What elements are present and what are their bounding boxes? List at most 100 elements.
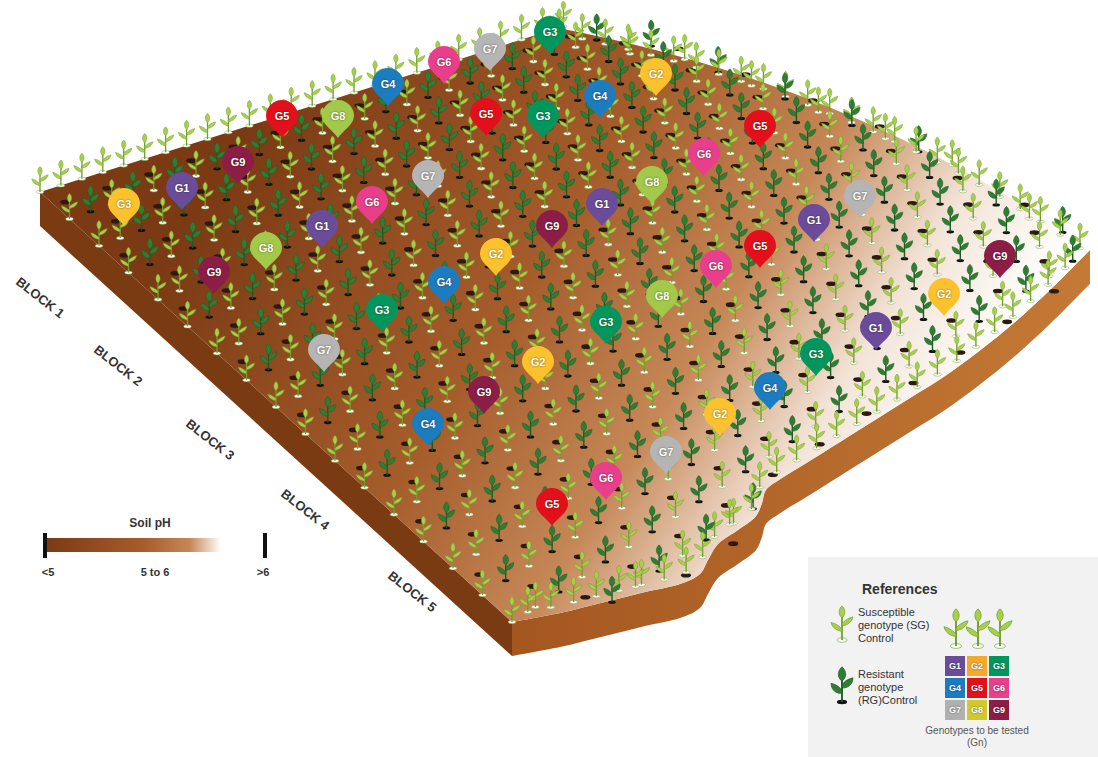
block-label: BLOCK 2: [91, 342, 146, 390]
resistant-plant: [251, 128, 267, 156]
genotype-label: G7: [307, 333, 341, 367]
genotype-label: G8: [635, 165, 669, 199]
scale-title: Soil pH: [129, 516, 170, 530]
legend-swatch-label: G7: [945, 700, 965, 720]
legend-plant-group: [944, 609, 968, 649]
planting-hole: [862, 226, 872, 231]
genotype-pin: G2: [927, 277, 961, 313]
planting-hole: [448, 228, 458, 233]
genotype-pin: G3: [107, 187, 141, 223]
resistant-plant: [587, 260, 603, 288]
pin-outline: [650, 436, 682, 474]
resistant-plant: [713, 340, 729, 368]
genotype-pin: G6: [427, 45, 461, 81]
susceptible-plant: [188, 151, 204, 178]
resistant-plant: [576, 421, 592, 449]
pin-outline: [266, 100, 298, 138]
susceptible-plant: [908, 126, 924, 153]
resistant-plant: [632, 237, 648, 265]
susceptible-plant: [755, 83, 771, 110]
susceptible-plant: [627, 561, 643, 588]
susceptible-plant: [431, 340, 447, 367]
resistant-plant: [855, 124, 871, 152]
resistant-plant: [722, 69, 738, 97]
susceptible-plant: [353, 227, 369, 254]
resistant-plant: [777, 73, 793, 101]
pin-outline: [474, 33, 506, 71]
legend-swatch: G8: [967, 700, 987, 720]
resistant-plant: [375, 217, 391, 245]
legend-caption-box: Genotypes to be tested (Gn): [922, 725, 1032, 749]
susceptible-plant: [582, 338, 598, 365]
pin-outline: [844, 180, 876, 218]
pin-outline: [584, 80, 616, 118]
scale-tick-label: <5: [42, 566, 55, 579]
genotype-label: G6: [589, 461, 623, 495]
genotype-pin: G1: [165, 171, 199, 207]
planting-hole: [1049, 289, 1059, 294]
resistant-plant: [209, 143, 225, 171]
resistant-plant: [805, 286, 821, 314]
resistant-plant: [489, 272, 505, 300]
susceptible-plant: [357, 93, 373, 120]
susceptible-plant: [171, 265, 187, 292]
genotype-label: G5: [743, 229, 777, 263]
susceptible-plant: [32, 167, 48, 194]
susceptible-plant: [439, 376, 455, 403]
genotype-label: G4: [427, 265, 461, 299]
genotype-pin: G7: [843, 179, 877, 215]
susceptible-plant: [654, 227, 670, 254]
resistant-plant: [348, 302, 364, 330]
ph-scale: [43, 533, 267, 558]
resistant-plant: [544, 525, 560, 553]
susceptible-plant: [619, 281, 635, 308]
block-label: BLOCK 5: [385, 568, 440, 616]
susceptible-plant: [889, 374, 905, 401]
pin-outline: [700, 250, 732, 288]
resistant-plant: [590, 496, 606, 524]
susceptible-plant: [342, 386, 358, 413]
resistant-plant: [356, 337, 372, 365]
susceptible-plant: [828, 411, 844, 438]
resistant-plant: [678, 87, 694, 115]
susceptible-plant: [458, 252, 474, 279]
resistant-plant: [82, 185, 98, 213]
resistant-plant: [558, 171, 574, 199]
planting-hole: [535, 190, 545, 195]
genotype-label: G7: [473, 32, 507, 66]
resistant-plant: [260, 344, 276, 372]
pin-outline: [798, 204, 830, 242]
susceptible-plant: [711, 103, 727, 130]
susceptible-plant: [1052, 209, 1068, 236]
resistant-plant: [622, 394, 638, 422]
susceptible-plant: [402, 437, 418, 464]
susceptible-plant: [504, 597, 520, 624]
pin-outline: [470, 98, 502, 136]
resistant-plant: [831, 385, 847, 413]
susceptible-plant: [468, 529, 484, 556]
susceptible-plant: [396, 208, 412, 235]
pin-outline: [428, 266, 460, 304]
block-label: BLOCK 3: [183, 416, 238, 464]
resistant-plant: [604, 576, 620, 604]
genotype-pin: G6: [589, 461, 623, 497]
resistant-plant: [409, 351, 425, 379]
susceptible-plant: [689, 176, 705, 203]
resistant-plant: [253, 307, 269, 335]
genotype-pin: G3: [799, 337, 833, 373]
susceptible-plant: [690, 354, 706, 381]
genotype-label: G3: [799, 337, 833, 371]
susceptible-plant: [699, 204, 715, 231]
susceptible-plant: [447, 413, 463, 440]
pin-outline: [590, 462, 622, 500]
scale-title-box: Soil pH: [129, 516, 170, 530]
genotype-label: G5: [535, 487, 569, 521]
susceptible-plant: [574, 551, 590, 578]
resistant-plant: [821, 173, 837, 201]
susceptible-plant: [206, 214, 222, 241]
resistant-plant: [218, 173, 234, 201]
pin-outline: [412, 408, 444, 446]
genotype-pin: G5: [535, 487, 569, 523]
planting-hole: [662, 265, 672, 270]
soil-top-face: [40, 28, 1090, 622]
